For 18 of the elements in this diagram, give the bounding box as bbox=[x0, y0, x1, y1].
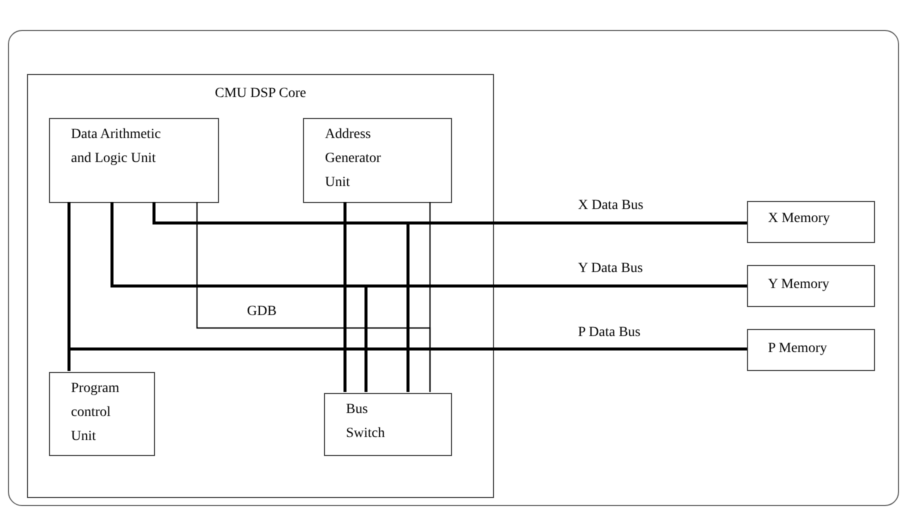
block-box bbox=[303, 118, 452, 203]
block-label: P Memory bbox=[768, 340, 827, 358]
core-container-box bbox=[27, 74, 494, 498]
block-box bbox=[49, 118, 219, 203]
block-box bbox=[49, 372, 155, 456]
block-label: Data Arithmetic and Logic Unit bbox=[71, 126, 162, 168]
block-box bbox=[747, 329, 875, 371]
block-label: Program control Unit bbox=[71, 380, 120, 446]
block-label: Y Memory bbox=[768, 276, 830, 294]
connector-line bbox=[344, 202, 346, 392]
block-label: Bus Switch bbox=[346, 401, 386, 443]
block-box bbox=[747, 201, 875, 243]
block-box bbox=[747, 265, 875, 307]
block-label: X Memory bbox=[768, 210, 830, 228]
connector-line bbox=[429, 202, 431, 392]
block-label: Address Generator Unit bbox=[325, 126, 382, 192]
container-title: CMU DSP Core bbox=[214, 85, 308, 103]
block-box bbox=[324, 393, 452, 456]
